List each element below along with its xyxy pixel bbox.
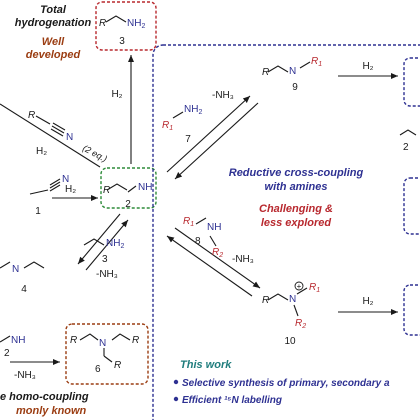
amine-3-structure [105,15,127,23]
nitrile-bond [35,115,66,137]
total-hydrogenation-label: Total [40,4,67,16]
h2-label-9: H₂ [362,61,373,72]
compound-number-3: 3 [102,254,108,265]
h2-label-up: H₂ [111,89,122,100]
atom-n: N [12,264,19,275]
bullet-icon [173,396,179,402]
minus-nh3-label: -NH₃ [96,269,118,280]
compound-number-8: 8 [195,236,201,247]
positive-charge-icon [294,281,304,291]
product-box-right-3 [403,284,420,336]
h2-label-10: H₂ [362,296,373,307]
atom-r1: R1 [162,120,173,132]
amine-3-structure [83,238,105,246]
imine-2-fragment [0,335,11,343]
total-hydrogenation-label-2: hydrogenation [15,17,92,29]
atom-nh: NH [11,335,25,346]
product-box-6 [65,323,149,385]
this-work-bullet-1: Selective synthesis of primary, secondar… [182,378,390,389]
imine-9-structure [267,61,311,73]
plus-sign: + [297,282,302,291]
minus-nh3-label: -NH₃ [212,90,234,101]
product-box-3 [95,1,157,51]
compound-number-4: 4 [21,284,27,295]
compound-number-9: 9 [292,82,298,93]
this-work-panel [152,44,420,420]
atom-r: R [70,335,77,346]
equilibrium-arrow-2-4-back [85,219,129,271]
atom-r: R [262,295,269,306]
atom-r: R [103,185,110,196]
atom-r2: R2 [212,247,223,259]
cross-coupling-title: Reductive cross-coupling [229,167,364,179]
equilibrium-arrow-2-10-back [166,235,253,297]
equilibrium-arrow-2-9-back [174,102,259,180]
commonly-known-label: monly known [16,405,87,417]
compound-number-6: 6 [95,364,101,375]
h2-label-nitrile: H₂ [36,146,47,157]
atom-n: N [66,132,73,143]
iminium-10-structure [267,287,308,317]
atom-nh: NH [207,222,221,233]
minus-nh3-label: -NH₃ [232,254,254,265]
well-developed-label: Well [42,36,65,48]
this-work-bullet-2: Efficient ¹⁵N labelling [182,395,282,406]
homo-coupling-label: e homo-coupling [0,391,89,403]
atom-n: N [289,294,296,305]
compound-number-2: 2 [125,199,131,210]
imine-2-structure [106,183,137,193]
amine-8-structure [195,217,217,247]
compound-number-2-fragment: 2 [4,348,10,359]
atom-nh: NH [138,182,152,193]
partial-structure-right [399,129,417,136]
atom-r1: R1 [183,216,194,228]
equilibrium-arrow-2-10-forward [174,227,261,289]
atom-r: R [132,335,139,346]
h2-label-1-to-2: H₂ [65,184,76,195]
cross-coupling-title-2: with amines [265,181,328,193]
atom-n: N [289,66,296,77]
atom-r1: R1 [309,282,320,294]
imine-4-structure [0,261,45,269]
atom-r: R [99,18,106,29]
atom-nh2: NH2 [106,238,124,250]
equiv-label: (2 eq.) [81,143,109,164]
compound-number-10: 10 [284,336,296,347]
bullet-icon [173,379,179,385]
minus-nh3-label: -NH₃ [14,370,36,381]
imine-box-2 [100,167,157,209]
nitrile-arrow [0,103,101,168]
atom-n: N [99,338,106,349]
equilibrium-arrow-2-4-forward [77,213,121,265]
amine-7-structure [172,111,184,119]
atom-r: R [28,110,35,121]
atom-nh2: NH2 [184,104,202,116]
compound-number-3: 3 [119,36,125,47]
compound-number-7: 7 [185,134,191,145]
product-box-right-1 [403,57,420,107]
compound-number-1: 1 [35,206,41,217]
tertiary-amine-6-structure [79,333,131,363]
atom-n: N [62,174,69,185]
equilibrium-arrow-2-9-forward [166,95,251,173]
atom-r: R [114,360,121,371]
atom-r2: R2 [295,318,306,330]
product-box-right-2 [403,177,420,235]
nitrile-1-structure [29,178,61,195]
atom-nh2: NH2 [127,18,145,30]
challenging-label-2: less explored [261,217,332,229]
this-work-title: This work [180,359,232,371]
compound-number-2-right: 2 [403,142,409,153]
atom-r: R [262,67,269,78]
well-developed-label-2: developed [26,49,81,61]
challenging-label: Challenging & [259,203,333,215]
atom-r1: R1 [311,56,322,68]
